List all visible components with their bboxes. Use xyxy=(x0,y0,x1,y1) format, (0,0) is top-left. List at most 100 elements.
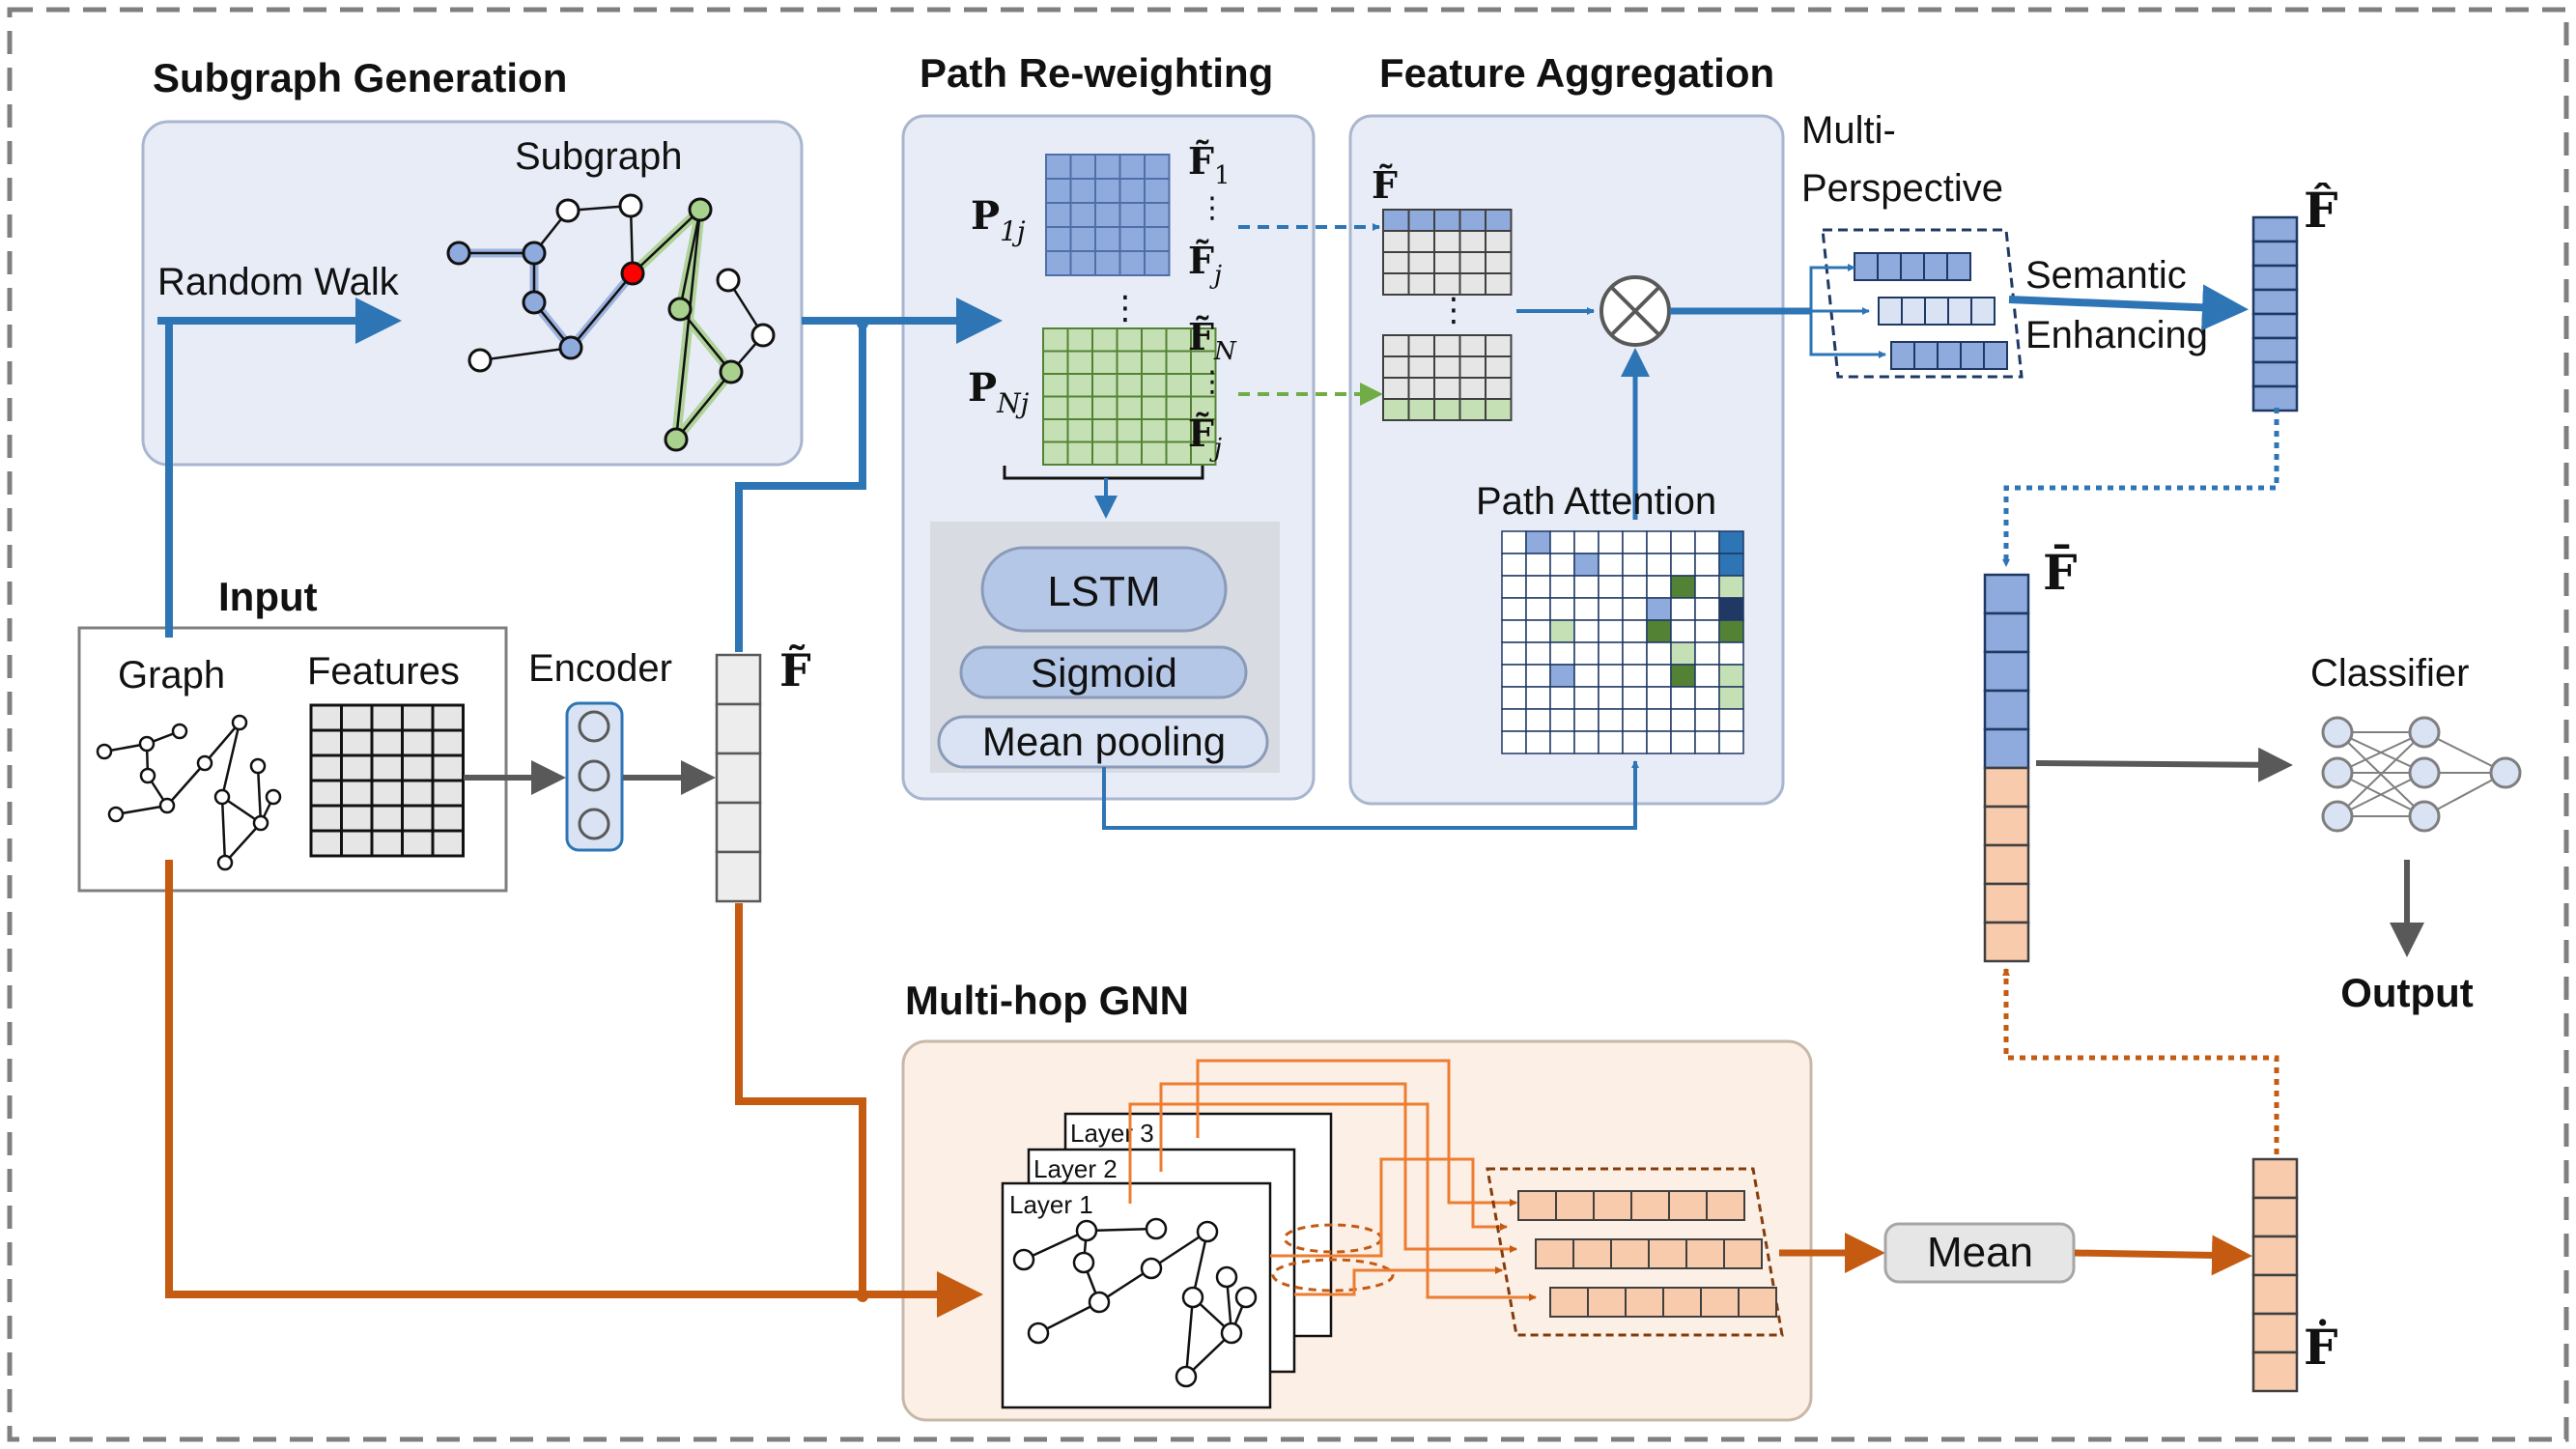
grid-cell xyxy=(1983,650,2030,693)
grid-cell xyxy=(1646,664,1672,688)
grid-cell xyxy=(1700,1287,1740,1318)
grid-cell xyxy=(1549,575,1575,599)
grid-cell xyxy=(431,728,465,757)
vdots-matrices: ⋮ xyxy=(1109,290,1142,327)
classifier-label: Classifier xyxy=(2310,652,2469,695)
junction-dot-orange xyxy=(857,1291,868,1302)
multi-perspective-frame xyxy=(1821,228,2024,379)
layer2-label: Layer 2 xyxy=(1033,1154,1118,1183)
grid-cell xyxy=(1694,530,1720,554)
grid-cell xyxy=(1670,686,1696,710)
grid-cell xyxy=(1485,377,1513,400)
grid-cell xyxy=(1646,619,1672,643)
network-neuron xyxy=(2321,716,2354,749)
grid-cell xyxy=(1718,575,1744,599)
grid-cell xyxy=(1501,530,1527,554)
grid-cell xyxy=(1718,730,1744,754)
grid-cell xyxy=(1458,251,1486,274)
grid-cell xyxy=(1694,597,1720,621)
grid-cell xyxy=(2251,264,2299,292)
subgraph-label: Subgraph xyxy=(515,135,682,178)
grid-cell xyxy=(1042,440,1069,466)
grid-cell xyxy=(1598,575,1624,599)
vdots-aggregation: ⋮ xyxy=(1437,292,1470,328)
grid-cell xyxy=(1670,530,1696,554)
grid-cell xyxy=(1433,398,1461,421)
grid-cell xyxy=(1694,686,1720,710)
grid-cell xyxy=(1118,226,1146,252)
grid-cell xyxy=(1525,664,1551,688)
grid-cell xyxy=(1549,597,1575,621)
grid-cell xyxy=(1433,377,1461,400)
grid-cell xyxy=(370,753,404,782)
grid-cell xyxy=(2251,1273,2299,1316)
grid-cell xyxy=(1066,350,1093,375)
network-edge xyxy=(2336,772,2425,817)
mean-box xyxy=(1883,1222,2076,1284)
grid-cell xyxy=(1854,252,1879,281)
grid-cell xyxy=(1118,154,1146,180)
grid-cell xyxy=(1116,395,1143,420)
grid-cell xyxy=(1572,1238,1612,1269)
grid-cell xyxy=(1646,530,1672,554)
grid-cell xyxy=(401,728,435,757)
grid-cell xyxy=(1407,251,1435,274)
grid-cell xyxy=(1685,1238,1725,1269)
grid-cell xyxy=(1042,350,1069,375)
grid-cell xyxy=(1573,575,1599,599)
network-neuron xyxy=(2321,800,2354,833)
input-graph-icon xyxy=(96,714,282,871)
grid-cell xyxy=(1593,1190,1632,1221)
grid-cell xyxy=(1517,1190,1557,1221)
layer3-label: Layer 3 xyxy=(1070,1119,1154,1148)
grid-cell xyxy=(1598,530,1624,554)
grid-cell xyxy=(1066,327,1093,353)
grid-cell xyxy=(1622,619,1648,643)
grid-cell xyxy=(401,703,435,732)
grid-cell xyxy=(1610,1238,1650,1269)
grid-cell xyxy=(1094,154,1121,180)
grid-cell xyxy=(1501,553,1527,577)
grid-cell xyxy=(1433,230,1461,253)
layer1-card xyxy=(1001,1181,1272,1409)
grid-cell xyxy=(1983,573,2030,615)
aggregated-matrix-bottom xyxy=(1382,334,1513,421)
embedding-vector xyxy=(715,653,762,903)
grid-cell xyxy=(1549,730,1575,754)
layer-graph xyxy=(1012,1217,1258,1388)
embedding-to-reweighting-line xyxy=(735,321,866,652)
graph-to-gnn-line xyxy=(165,860,983,1318)
network-edge xyxy=(2336,731,2425,774)
grid-cell xyxy=(1501,708,1527,732)
grid-cell xyxy=(1144,178,1171,204)
grid-cell xyxy=(370,779,404,808)
grid-cell xyxy=(1598,619,1624,643)
grid-cell xyxy=(1970,297,1996,326)
grid-cell xyxy=(1573,530,1599,554)
grid-cell xyxy=(401,829,435,858)
perspective-branch-arrows xyxy=(1809,264,1886,358)
grid-cell xyxy=(1573,664,1599,688)
grid-cell xyxy=(1382,251,1410,274)
grid-cell xyxy=(1630,1190,1670,1221)
grid-cell xyxy=(309,703,343,732)
grid-cell xyxy=(1694,730,1720,754)
lstm-box xyxy=(980,546,1228,633)
graph-label: Graph xyxy=(118,654,225,696)
p-Nj-label: PNj xyxy=(968,365,1030,419)
grid-cell xyxy=(1670,553,1696,577)
grid-cell xyxy=(309,728,343,757)
grid-cell xyxy=(1718,686,1744,710)
grid-cell xyxy=(1625,1287,1664,1318)
grid-cell xyxy=(2251,1157,2299,1200)
grid-cell xyxy=(1116,350,1143,375)
grid-cell xyxy=(1535,1238,1574,1269)
grid-cell xyxy=(1458,334,1486,357)
grid-cell xyxy=(1525,619,1551,643)
grid-cell xyxy=(370,804,404,833)
enhancing-label: Enhancing xyxy=(2025,314,2208,356)
grid-cell xyxy=(1382,230,1410,253)
grid-cell xyxy=(1598,553,1624,577)
layer-output-arrows xyxy=(1128,1059,1537,1301)
